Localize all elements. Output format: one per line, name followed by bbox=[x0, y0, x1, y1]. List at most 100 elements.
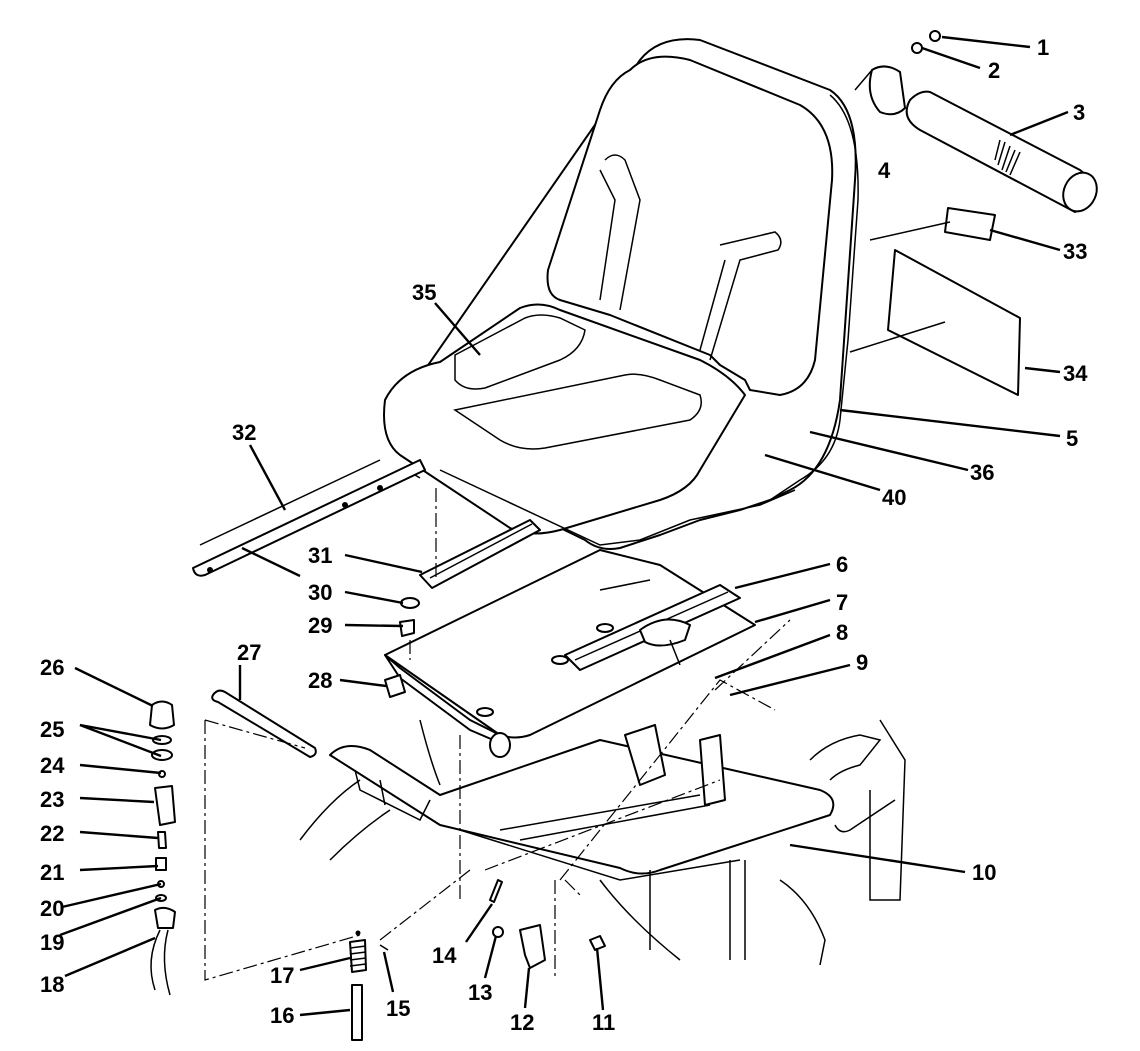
armrest-end-cap bbox=[1062, 171, 1098, 213]
washer-2 bbox=[911, 42, 923, 54]
callout-33: 33 bbox=[1063, 239, 1087, 264]
callout-29: 29 bbox=[308, 613, 332, 638]
callout-9: 9 bbox=[856, 650, 868, 675]
bolt-13 bbox=[492, 926, 504, 938]
callout-26: 26 bbox=[40, 655, 64, 680]
nut-11 bbox=[589, 935, 606, 951]
callout-21: 21 bbox=[40, 860, 64, 885]
washer-25a bbox=[152, 735, 172, 745]
callout-36: 36 bbox=[970, 460, 994, 485]
roll-pin-14 bbox=[489, 879, 503, 903]
callout-24: 24 bbox=[40, 753, 65, 778]
armrest-assembly bbox=[854, 30, 1098, 213]
cap-26 bbox=[149, 700, 175, 730]
seat-assembly bbox=[383, 38, 859, 550]
callout-1: 1 bbox=[1037, 35, 1049, 60]
slide-bracket-top bbox=[199, 459, 421, 546]
cap-screw-29 bbox=[399, 619, 415, 637]
clip-15 bbox=[355, 930, 361, 936]
callout-18: 18 bbox=[40, 972, 64, 997]
frame-upright-bracket bbox=[699, 734, 726, 806]
callout-2: 2 bbox=[988, 58, 1000, 83]
housing-23 bbox=[154, 785, 176, 826]
switch-18 bbox=[154, 906, 176, 929]
frame-tab bbox=[624, 724, 666, 786]
callout-27: 27 bbox=[237, 640, 261, 665]
callout-32: 32 bbox=[232, 420, 256, 445]
callout-22: 22 bbox=[40, 821, 64, 846]
seat-back-groove-right bbox=[699, 231, 782, 361]
seat-cushion-front-pad bbox=[453, 373, 702, 450]
decal-leaders bbox=[849, 221, 951, 353]
plate-slot-3 bbox=[476, 707, 494, 717]
frame-chassis-right bbox=[834, 719, 906, 901]
frame-curved-arm bbox=[299, 719, 441, 861]
callout-15: 15 bbox=[386, 996, 410, 1021]
spring-17-coils bbox=[349, 945, 367, 967]
pivot-tube bbox=[489, 732, 511, 758]
callout-40: 40 bbox=[882, 485, 906, 510]
callout-19: 19 bbox=[40, 930, 64, 955]
pivot-rod bbox=[211, 689, 317, 758]
seat-slide-teeth bbox=[429, 523, 533, 579]
callout-31: 31 bbox=[308, 543, 332, 568]
plate-slot-1 bbox=[596, 623, 614, 633]
adjuster-handle bbox=[599, 579, 681, 666]
seat-cushion bbox=[383, 303, 746, 535]
callout-23: 23 bbox=[40, 787, 64, 812]
alignment-lines bbox=[204, 488, 791, 981]
callout-17: 17 bbox=[270, 963, 294, 988]
seat-rails bbox=[192, 459, 541, 589]
bracket-hole-1 bbox=[207, 567, 213, 573]
washer-25b bbox=[151, 749, 173, 761]
hex-bolt-28 bbox=[384, 674, 406, 698]
callout-5: 5 bbox=[1066, 426, 1078, 451]
pin-22 bbox=[157, 831, 167, 849]
leader-lines bbox=[59, 35, 1069, 1017]
clip-15-pin bbox=[379, 944, 389, 951]
seat-cushion-inner bbox=[454, 314, 586, 390]
callout-16: 16 bbox=[270, 1003, 294, 1028]
armrest-clamp-tab bbox=[854, 69, 873, 91]
callout-4: 4 bbox=[878, 158, 891, 183]
callout-6: 6 bbox=[836, 552, 848, 577]
seat-mount-plate bbox=[384, 549, 756, 758]
callout-7: 7 bbox=[836, 590, 848, 615]
frame-chassis bbox=[459, 829, 826, 966]
callout-10: 10 bbox=[972, 860, 996, 885]
pin-16 bbox=[351, 984, 363, 1041]
armrest-grip-hatching bbox=[994, 139, 1021, 176]
decal-small bbox=[944, 207, 996, 241]
frame-assembly bbox=[299, 719, 906, 966]
spring-17 bbox=[349, 939, 367, 973]
bracket-12 bbox=[519, 924, 546, 969]
bracket-hole-2 bbox=[342, 502, 348, 508]
callout-13: 13 bbox=[468, 980, 492, 1005]
callout-25: 25 bbox=[40, 717, 64, 742]
callout-3: 3 bbox=[1073, 100, 1085, 125]
armrest-clamp bbox=[868, 65, 906, 116]
callout-14: 14 bbox=[432, 943, 457, 968]
switch-18-wire bbox=[150, 929, 171, 996]
callout-30: 30 bbox=[308, 580, 332, 605]
callout-8: 8 bbox=[836, 620, 848, 645]
frame-bracket-left bbox=[354, 769, 431, 822]
screw-1 bbox=[929, 30, 941, 42]
seat-back-cushion bbox=[546, 55, 834, 396]
plate-slot-2 bbox=[551, 655, 569, 665]
frame-arm-right bbox=[809, 734, 882, 781]
callout-28: 28 bbox=[308, 668, 332, 693]
seat-back-groove-left bbox=[599, 154, 641, 311]
callout-12: 12 bbox=[510, 1010, 534, 1035]
callout-35: 35 bbox=[412, 280, 436, 305]
bracket-hole-3 bbox=[377, 485, 383, 491]
seat-side-shell bbox=[769, 94, 859, 501]
seat-slide-rail bbox=[419, 519, 541, 589]
decal-large bbox=[887, 249, 1021, 396]
slide-bracket bbox=[192, 459, 426, 577]
callout-20: 20 bbox=[40, 896, 64, 921]
callout-labels: 1 2 3 4 5 6 7 8 9 10 11 12 13 14 15 16 1… bbox=[40, 35, 1088, 1035]
seat-base-skirt bbox=[439, 469, 796, 546]
